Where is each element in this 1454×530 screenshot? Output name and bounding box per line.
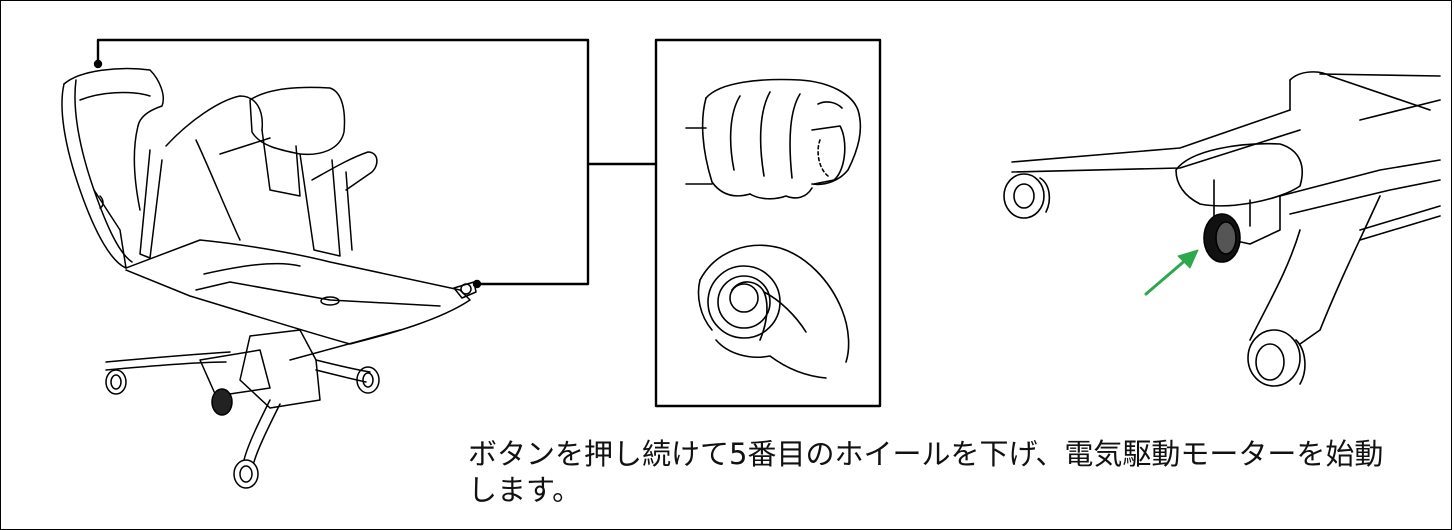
- delivery-chair-illustration: [61, 67, 477, 489]
- instruction-illustration: [61, 38, 1441, 489]
- callout-lines: [93, 38, 658, 289]
- hand-fist-illustration: [685, 78, 862, 200]
- indicator-arrow: [1144, 249, 1199, 296]
- fifth-wheel-detail-illustration: [1003, 71, 1441, 387]
- instruction-caption: ボタンを押し続けて5番目のホイールを下げ、電気駆動モーターを始動します。: [468, 437, 1384, 507]
- hand-press-button-illustration: [697, 244, 850, 379]
- inset-box: [654, 38, 882, 408]
